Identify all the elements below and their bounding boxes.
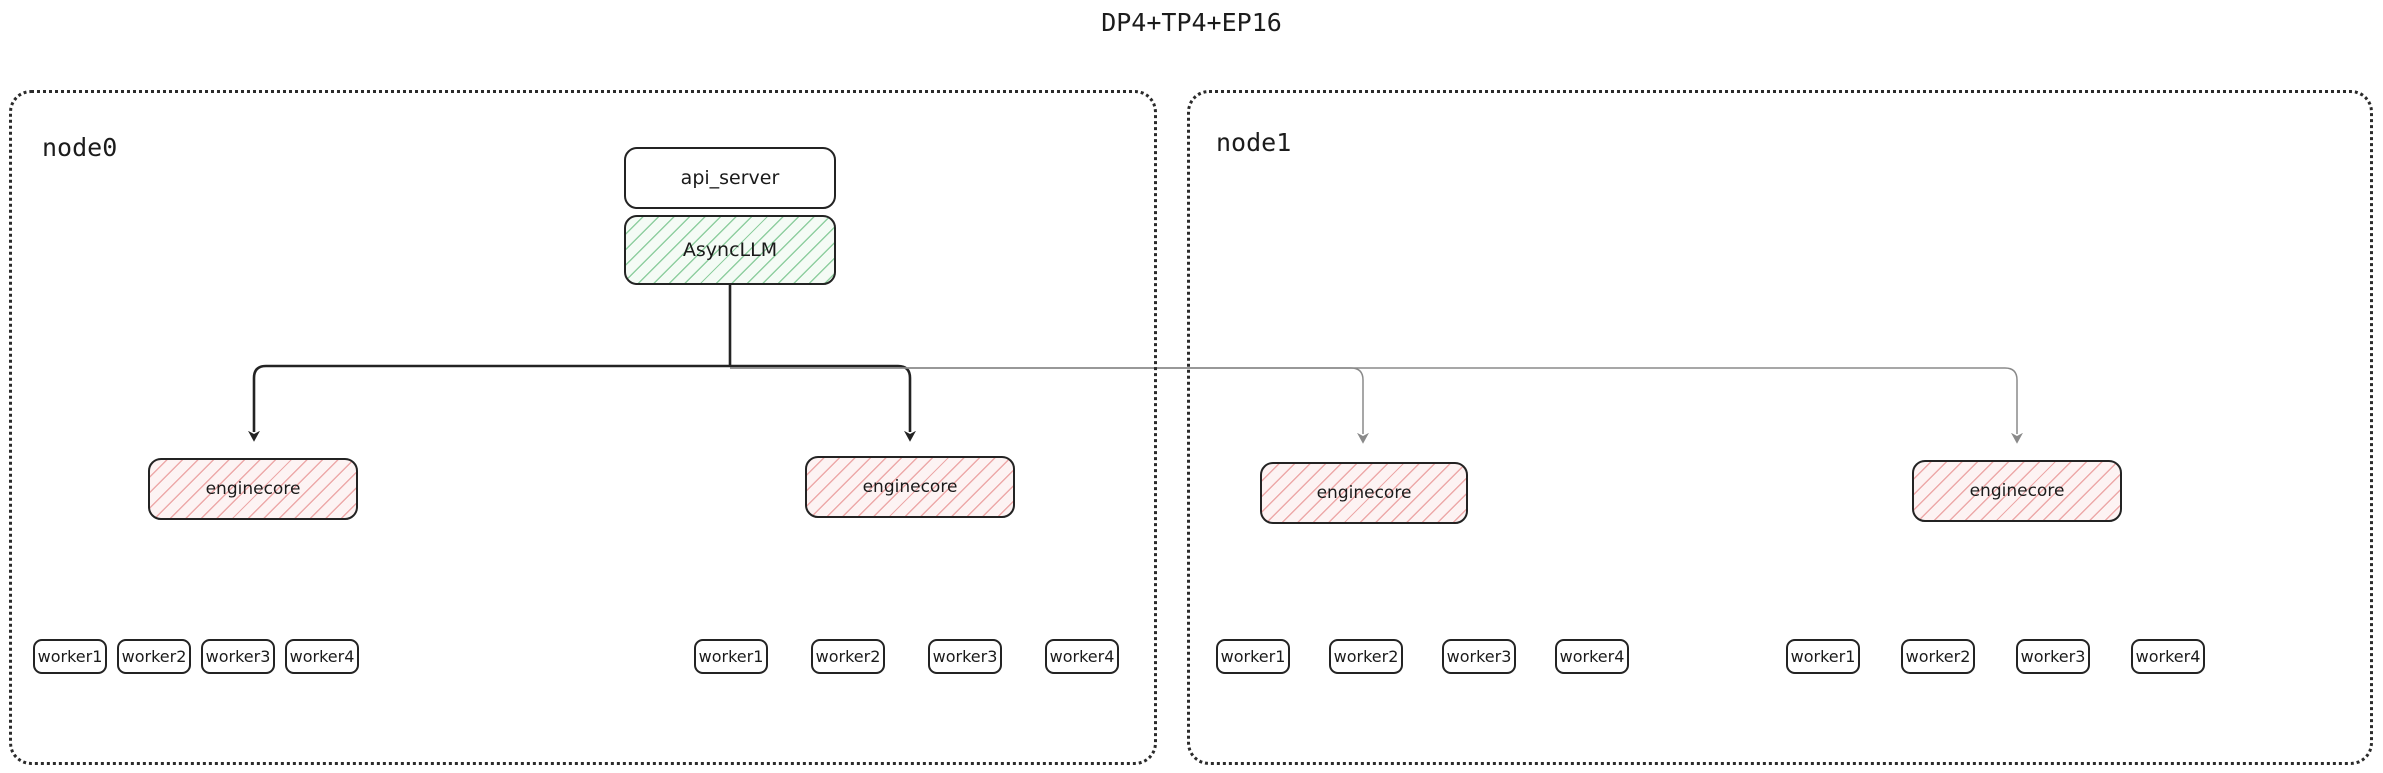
cluster-node0-label: node0 (42, 133, 118, 162)
worker-box-g2-w0[interactable]: worker1 (1216, 639, 1290, 674)
worker-box-g1-w1[interactable]: worker2 (811, 639, 885, 674)
cluster-node0 (9, 90, 1157, 765)
worker-box-g1-w0[interactable]: worker1 (694, 639, 768, 674)
worker-box-g3-w1[interactable]: worker2 (1901, 639, 1975, 674)
worker-box-g3-w2[interactable]: worker3 (2016, 639, 2090, 674)
api-server-box[interactable]: api_server (624, 147, 836, 209)
worker-box-g3-w3[interactable]: worker4 (2131, 639, 2205, 674)
worker-box-g1-w3[interactable]: worker4 (1045, 639, 1119, 674)
enginecore-box-3[interactable]: enginecore (1912, 460, 2122, 522)
worker-box-g3-w0[interactable]: worker1 (1786, 639, 1860, 674)
worker-box-g2-w3[interactable]: worker4 (1555, 639, 1629, 674)
worker-box-g0-w3[interactable]: worker4 (285, 639, 359, 674)
enginecore-box-2[interactable]: enginecore (1260, 462, 1468, 524)
enginecore-box-0[interactable]: enginecore (148, 458, 358, 520)
asyncllm-box[interactable]: AsyncLLM (624, 215, 836, 285)
enginecore-box-1[interactable]: enginecore (805, 456, 1015, 518)
worker-box-g2-w2[interactable]: worker3 (1442, 639, 1516, 674)
cluster-node1 (1187, 90, 2373, 765)
page-title: DP4+TP4+EP16 (1101, 8, 1282, 37)
worker-box-g1-w2[interactable]: worker3 (928, 639, 1002, 674)
worker-box-g0-w0[interactable]: worker1 (33, 639, 107, 674)
worker-box-g2-w1[interactable]: worker2 (1329, 639, 1403, 674)
cluster-node1-label: node1 (1216, 128, 1292, 157)
worker-box-g0-w1[interactable]: worker2 (117, 639, 191, 674)
worker-box-g0-w2[interactable]: worker3 (201, 639, 275, 674)
